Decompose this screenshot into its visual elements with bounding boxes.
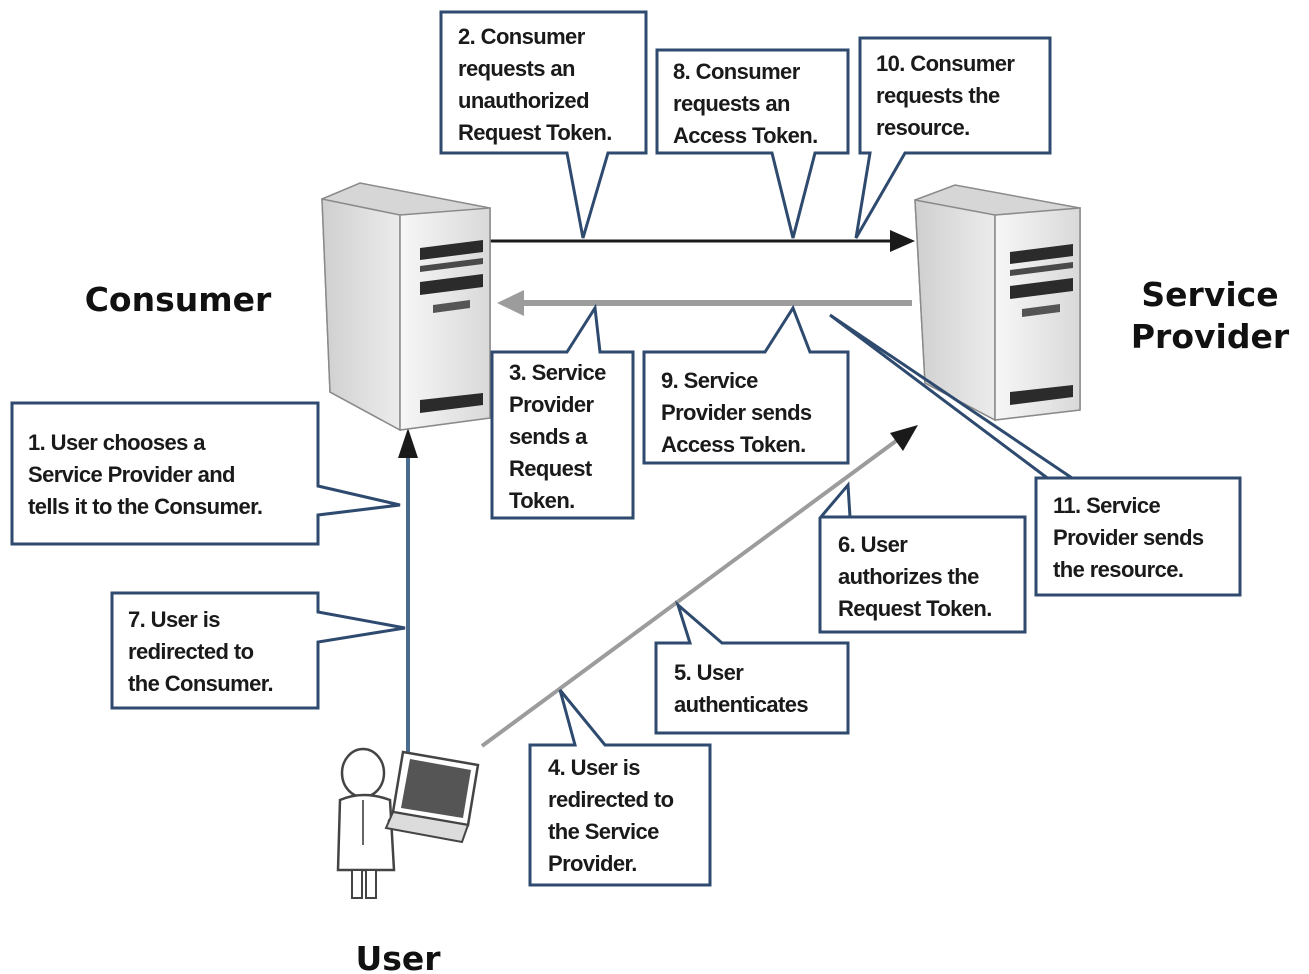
step10-callout: 10. Consumer requests the resource. <box>854 36 1052 239</box>
arrow-provider-to-consumer <box>497 290 912 316</box>
laptop-icon <box>384 750 480 844</box>
step8-callout: 8. Consumer requests an Access Token. <box>655 48 850 239</box>
step3-line: 3. Service <box>509 360 606 385</box>
step3-line: Request <box>509 456 593 481</box>
step8-line: 8. Consumer <box>673 59 801 84</box>
step2-line: 2. Consumer <box>458 24 586 49</box>
step8-line: requests an <box>673 91 790 116</box>
step6-line: Request Token. <box>838 596 992 621</box>
consumer-label: Consumer <box>85 280 272 319</box>
step2-line: Request Token. <box>458 120 612 145</box>
step3-line: Token. <box>509 488 575 513</box>
step5-line: 5. User <box>674 660 744 685</box>
arrow-user-to-consumer <box>398 428 418 760</box>
step7-line: the Consumer. <box>128 671 273 696</box>
step1-callout: 1. User chooses a Service Provider and tel… <box>10 401 401 546</box>
service-provider-server-icon <box>914 184 1081 422</box>
step2-line: unauthorized <box>458 88 589 113</box>
step11-line: 11. Service <box>1053 493 1161 518</box>
step9-line: Access Token. <box>661 432 806 457</box>
arrow-consumer-to-provider <box>490 230 915 252</box>
step4-line: Provider. <box>548 851 637 876</box>
arrow-user-to-provider <box>480 425 918 748</box>
step5-line: authenticates <box>674 692 808 717</box>
step10-line: requests the <box>876 83 1000 108</box>
step10-text: 10. Consumer requests the resource. <box>876 51 1015 140</box>
step1-line: 1. User chooses a <box>28 430 206 455</box>
step9-line: Provider sends <box>661 400 812 425</box>
step8-text: 8. Consumer requests an Access Token. <box>673 59 818 148</box>
step8-line: Access Token. <box>673 123 818 148</box>
step7-text: 7. User is redirected to the Consumer. <box>128 607 273 696</box>
step6-line: 6. User <box>838 532 908 557</box>
step10-line: resource. <box>876 115 970 140</box>
step7-line: redirected to <box>128 639 254 664</box>
step6-line: authorizes the <box>838 564 979 589</box>
step1-text: 1. User chooses a Service Provider and tel… <box>28 430 262 519</box>
step7-callout: 7. User is redirected to the Consumer. <box>110 591 406 710</box>
step5-text: 5. User authenticates <box>674 660 808 717</box>
consumer-server-icon <box>321 182 491 432</box>
step9-line: 9. Service <box>661 368 758 393</box>
service-provider-label-line1: Service <box>1141 275 1278 314</box>
step3-line: Provider <box>509 392 594 417</box>
step4-line: the Service <box>548 819 659 844</box>
step2-line: requests an <box>458 56 575 81</box>
step4-line: 4. User is <box>548 755 640 780</box>
step11-pointer <box>829 313 1076 482</box>
service-provider-label-line2: Provider <box>1131 317 1290 356</box>
step4-line: redirected to <box>548 787 674 812</box>
step11-line: the resource. <box>1053 557 1183 582</box>
step11-line: Provider sends <box>1053 525 1204 550</box>
step1-line: Service Provider and <box>28 462 235 487</box>
step3-line: sends a <box>509 424 588 449</box>
step5-callout: 5. User authenticates <box>654 600 850 735</box>
step7-line: 7. User is <box>128 607 220 632</box>
step1-line: tells it to the Consumer. <box>28 494 262 519</box>
user-label: User <box>355 939 441 974</box>
step10-line: 10. Consumer <box>876 51 1015 76</box>
